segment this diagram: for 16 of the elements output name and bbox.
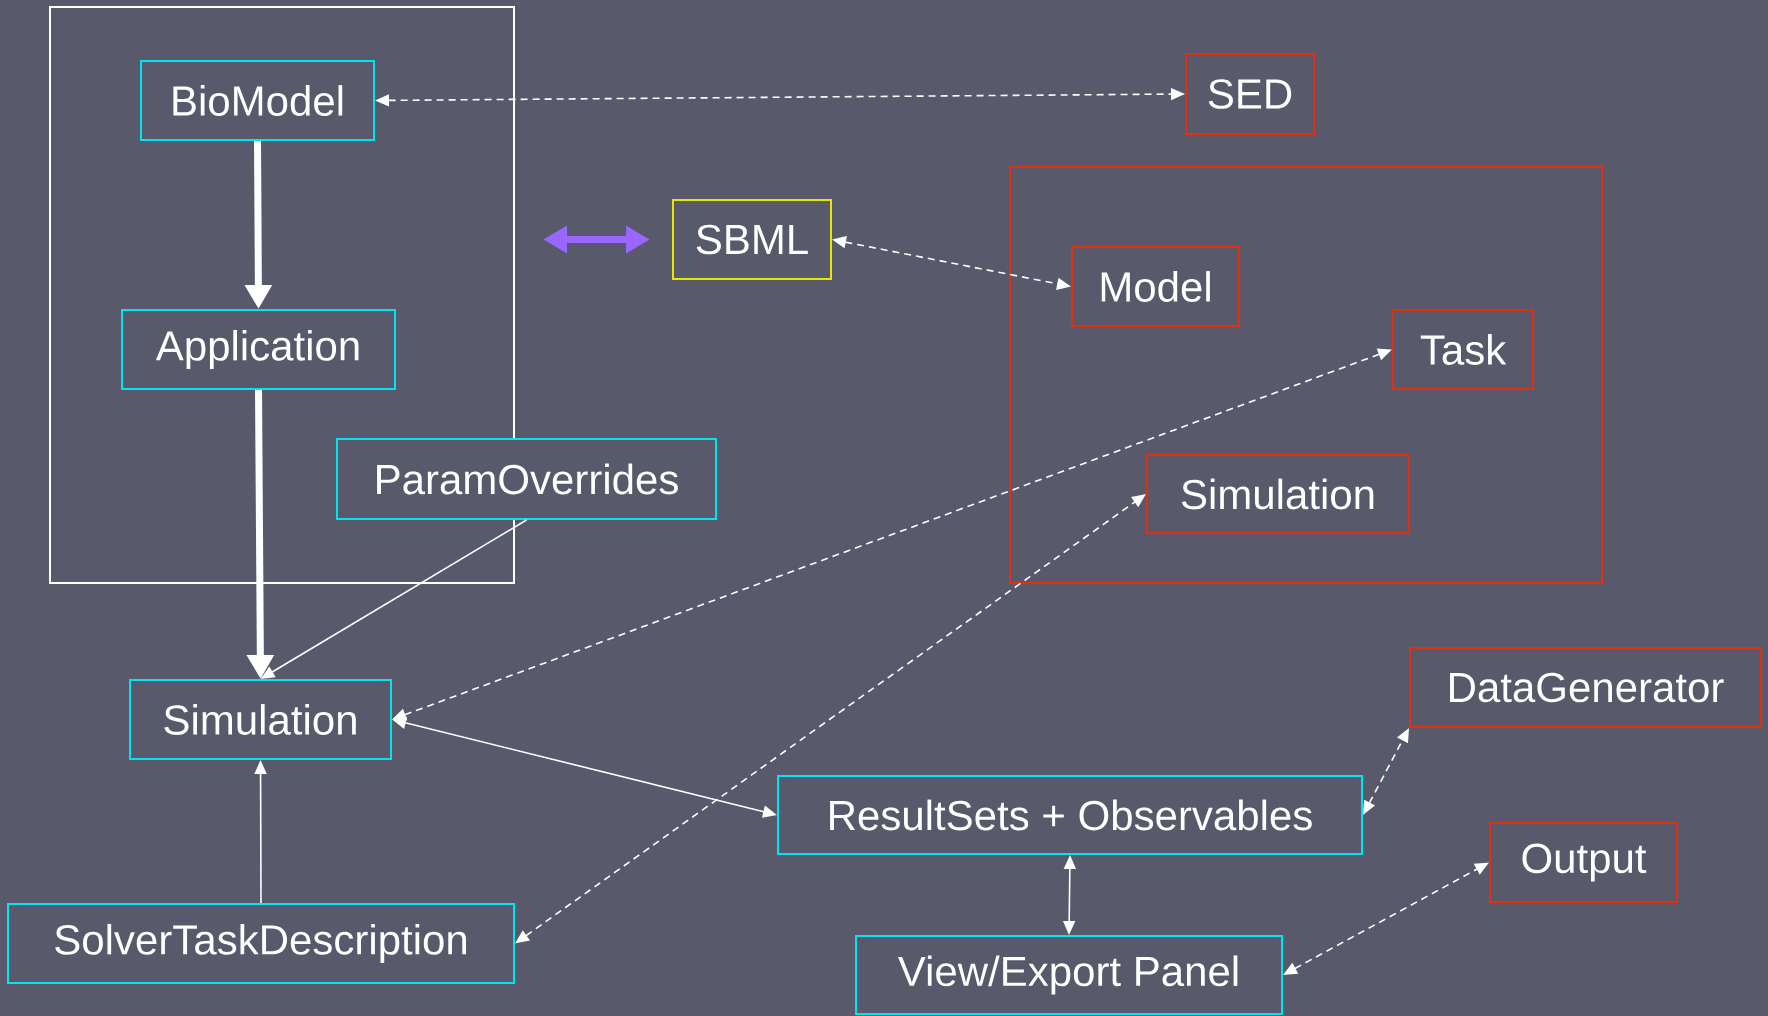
- dashed-arrow: [515, 494, 1146, 944]
- process-box: Task: [1392, 309, 1534, 390]
- group-frame: [1009, 166, 1603, 584]
- process-box: ParamOverrides: [336, 438, 717, 520]
- process-box: SolverTaskDescription: [7, 903, 515, 984]
- process-box: DataGenerator: [1409, 647, 1762, 728]
- process-box: SBML: [672, 199, 832, 280]
- process-box: Simulation: [129, 679, 392, 760]
- process-box: Simulation: [1146, 454, 1410, 534]
- process-box: ResultSets + Observables: [777, 775, 1363, 855]
- process-box: View/Export Panel: [855, 935, 1283, 1015]
- process-box: BioModel: [140, 60, 375, 141]
- process-box: Application: [121, 309, 396, 390]
- process-box: Output: [1489, 822, 1678, 903]
- process-box: Model: [1071, 246, 1240, 327]
- process-box: SED: [1185, 53, 1315, 135]
